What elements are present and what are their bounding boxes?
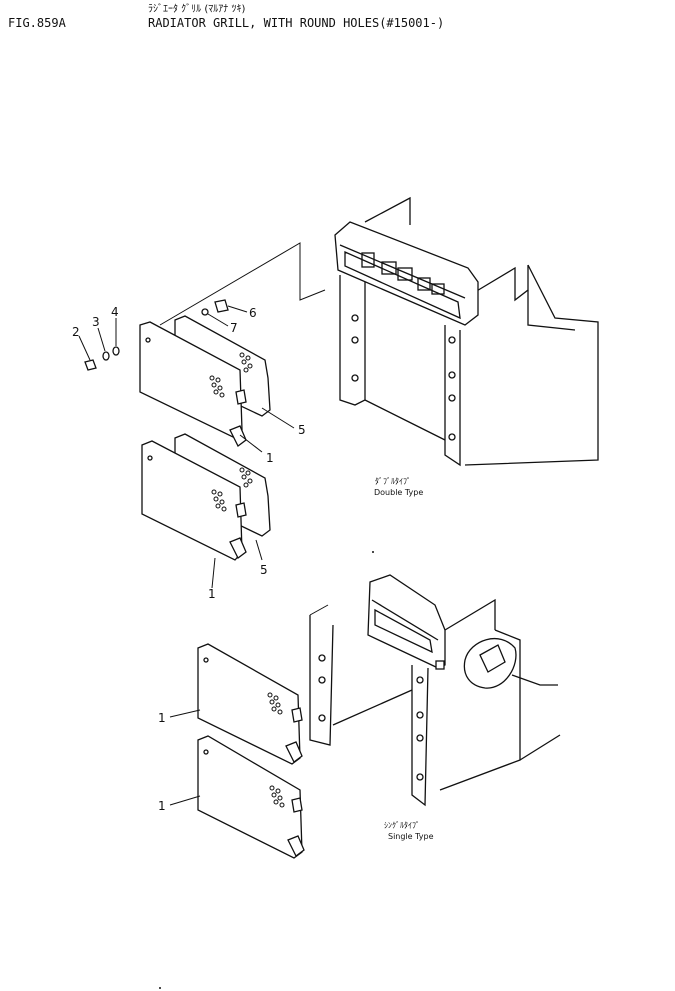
single-type-label-jp: ｼﾝｸﾞﾙﾀｲﾌﾟ	[384, 821, 420, 830]
callout-1-lower: 1	[208, 587, 216, 601]
callout-7: 7	[230, 321, 238, 335]
callout-5-lower: 5	[260, 563, 268, 577]
title-japanese: ﾗｼﾞｴｰﾀ ｸﾞﾘﾙ (ﾏﾙｱﾅ ﾂｷ)	[148, 4, 246, 15]
grill-panel-upper-front	[139, 315, 271, 447]
double-type-label-en: Double Type	[374, 488, 423, 497]
callout-6: 6	[249, 306, 257, 320]
single-type-machine-frame	[309, 574, 561, 807]
title-english: RADIATOR GRILL, WITH ROUND HOLES(#15001-…	[148, 16, 445, 30]
callout-2: 2	[72, 325, 80, 339]
double-type-label-jp: ﾀﾞﾌﾞﾙﾀｲﾌﾟ	[375, 477, 411, 486]
hardware-bolts-washers	[78, 299, 295, 589]
callout-1-single-lower: 1	[158, 799, 166, 813]
double-type-machine-frame	[159, 196, 599, 467]
callout-1-single-upper: 1	[158, 711, 166, 725]
single-type-label-en: Single Type	[388, 832, 434, 841]
callout-1-upper: 1	[266, 451, 274, 465]
grill-panel-lower-front	[141, 433, 271, 561]
callout-5-upper: 5	[298, 423, 306, 437]
grill-panel-single-upper	[197, 643, 303, 765]
callout-3: 3	[92, 315, 100, 329]
figure-number: FIG.859A	[8, 16, 66, 30]
grill-panel-single-lower	[197, 735, 305, 859]
callout-4: 4	[111, 305, 119, 319]
